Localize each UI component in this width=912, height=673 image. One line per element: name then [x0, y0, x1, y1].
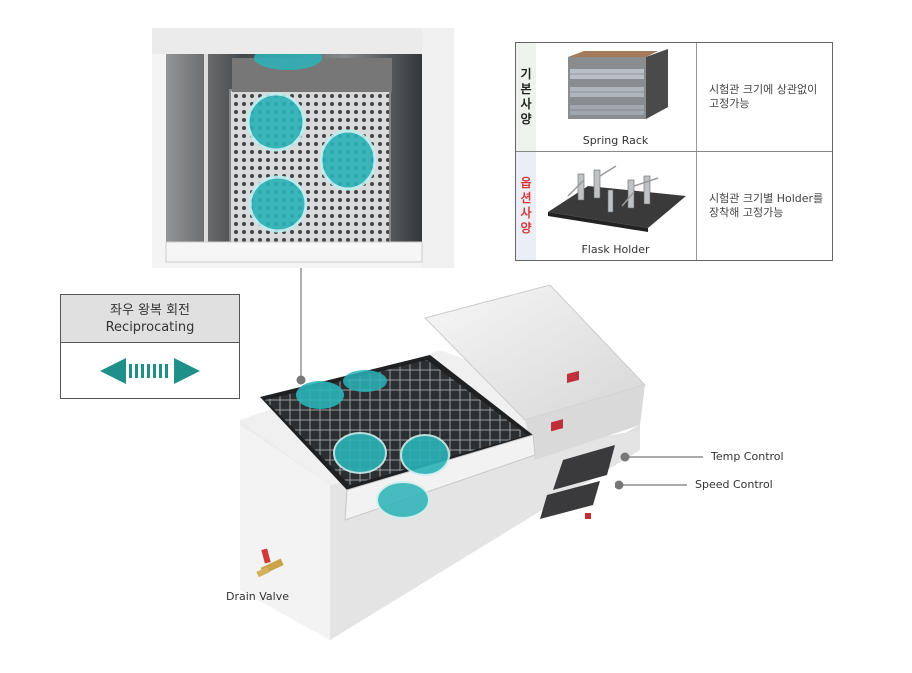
detail-connector-line — [296, 268, 306, 385]
spec-row-option: 옵 션 사 양 Flask Holder 시험관 크기별 Holder를 장착해… — [516, 152, 832, 260]
motion-title-korean: 좌우 왕복 회전 — [109, 302, 191, 318]
label-char: 기 — [520, 67, 532, 81]
label-char: 본 — [520, 82, 532, 96]
motion-title-english: Reciprocating — [105, 319, 195, 335]
description-line: 시험관 크기별 Holder를 — [709, 192, 824, 205]
drain-valve-label: Drain Valve — [226, 590, 290, 603]
label-char: 사 — [520, 97, 532, 111]
reciprocating-arrow-area — [61, 343, 239, 399]
spec-description-standard: 시험관 크기에 상관없이 고정가능 — [709, 43, 829, 151]
spring-rack-caption: Spring Rack — [582, 134, 649, 147]
spec-table: 기 본 사 양 Spring Rack 시험관 크기에 상관없이 고정가능 옵 … — [515, 42, 833, 261]
column-divider — [696, 152, 697, 260]
description-line: 시험관 크기에 상관없이 — [709, 83, 818, 96]
flask-holder-caption: Flask Holder — [581, 243, 650, 256]
spec-row-standard: 기 본 사 양 Spring Rack 시험관 크기에 상관없이 고정가능 — [516, 43, 832, 152]
label-char: 양 — [520, 112, 532, 126]
spec-label-option: 옵 션 사 양 — [516, 152, 536, 260]
label-char: 사 — [520, 206, 532, 220]
double-arrow-icon — [100, 358, 200, 384]
reciprocating-motion-box: 좌우 왕복 회전 Reciprocating — [60, 294, 240, 399]
column-divider — [696, 43, 697, 151]
label-char: 양 — [520, 221, 532, 235]
label-char: 션 — [520, 191, 532, 205]
description-line: 고정가능 — [709, 97, 750, 110]
label-char: 옵 — [520, 176, 532, 190]
spec-label-standard: 기 본 사 양 — [516, 43, 536, 151]
reciprocating-header: 좌우 왕복 회전 Reciprocating — [61, 295, 239, 343]
spring-rack-image — [568, 49, 668, 119]
speed-control-label: Speed Control — [695, 478, 773, 491]
temp-control-label: Temp Control — [711, 450, 784, 463]
shaking-water-bath-photo — [240, 285, 646, 640]
rack-top-view-photo — [152, 28, 454, 268]
control-callout-lines — [615, 452, 703, 490]
description-line: 장착해 고정가능 — [709, 206, 784, 219]
spec-description-option: 시험관 크기별 Holder를 장착해 고정가능 — [709, 152, 829, 260]
flask-holder-image — [548, 165, 686, 232]
